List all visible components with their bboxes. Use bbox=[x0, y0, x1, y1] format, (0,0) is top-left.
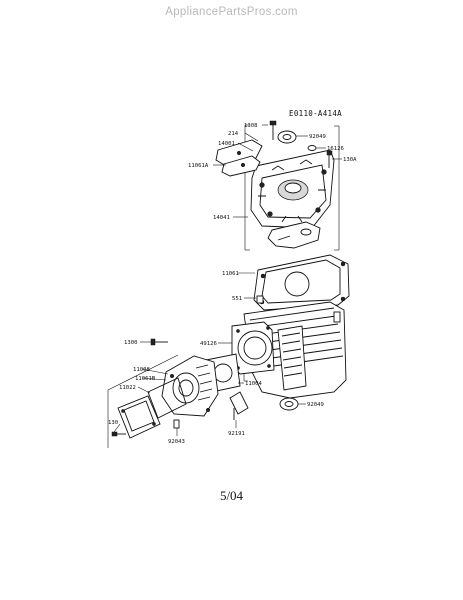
leader-lines bbox=[113, 124, 342, 436]
washer-92049-top bbox=[277, 130, 297, 144]
cap-16126 bbox=[307, 145, 317, 151]
part-label-214: 214 bbox=[228, 131, 239, 137]
part-label-49126: 49126 bbox=[200, 341, 217, 347]
part-label-11022: 11022 bbox=[119, 385, 136, 391]
head-gasket bbox=[253, 254, 350, 311]
cylinder-head-cover-plate bbox=[250, 149, 335, 229]
part-label-130a: 130A bbox=[343, 157, 357, 163]
diagram-reference-code: E0110-A414A bbox=[289, 109, 342, 118]
page-date: 5/04 bbox=[219, 488, 244, 503]
gasket-11061b bbox=[147, 377, 187, 419]
part-label-92049-top: 92049 bbox=[309, 134, 326, 140]
part-label-11061: 11061 bbox=[222, 271, 239, 277]
cylinder-block bbox=[231, 301, 347, 399]
bolt-130 bbox=[111, 431, 126, 437]
part-label-16126: 16126 bbox=[327, 146, 344, 152]
breather-gasket bbox=[267, 221, 321, 249]
part-label-11004: 11004 bbox=[245, 381, 262, 387]
part-label-130: 130 bbox=[108, 420, 118, 426]
part-label-1308: 1308 bbox=[244, 123, 258, 129]
part-number-labels: 1308 92049 214 14001 16126 130A 11061A 1… bbox=[108, 123, 357, 445]
dowel-pin-551 bbox=[256, 295, 264, 304]
site-watermark: AppliancePartsPros.com bbox=[165, 6, 298, 18]
bolt-130a bbox=[326, 150, 333, 168]
part-label-14001: 14001 bbox=[218, 141, 235, 147]
sleeve-92191 bbox=[229, 391, 249, 420]
dowel-92043 bbox=[173, 419, 180, 429]
head-bolt-1308 bbox=[269, 120, 277, 140]
intake-manifold-11008 bbox=[161, 355, 219, 417]
part-label-14041: 14041 bbox=[213, 215, 230, 221]
valve-cover-plate-small bbox=[215, 139, 263, 177]
part-label-11008: 11008 bbox=[133, 367, 150, 373]
part-label-11061b: 11061B bbox=[135, 376, 156, 382]
washer-92049-bottom bbox=[279, 397, 299, 411]
cover-plate-11022 bbox=[117, 395, 161, 439]
part-label-551: 551 bbox=[232, 296, 242, 302]
part-label-11061a: 11061A bbox=[188, 163, 209, 169]
part-label-1300: 1300 bbox=[124, 340, 137, 346]
bolt-1300 bbox=[150, 338, 168, 346]
part-label-92043: 92043 bbox=[168, 439, 185, 445]
part-label-92049-bottom: 92049 bbox=[307, 402, 324, 408]
part-label-92191: 92191 bbox=[228, 431, 245, 437]
